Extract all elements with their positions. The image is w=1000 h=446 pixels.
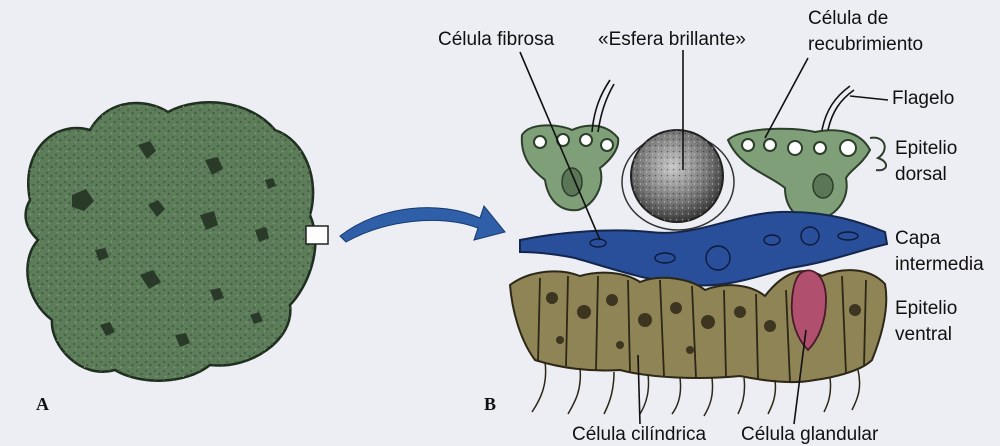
label-capa-intermedia-line1: Capa	[895, 228, 941, 249]
zoom-arrow	[340, 206, 505, 242]
dorsal-cell-nucleus	[813, 174, 833, 198]
label-epitelio-ventral-line1: Epitelio	[895, 298, 957, 319]
label-capa-intermedia-line2: intermedia	[895, 254, 984, 275]
leader-celula-recubrimiento	[765, 58, 808, 138]
section-marker	[306, 226, 328, 244]
shiny-sphere-texture	[631, 130, 723, 222]
label-flagelo: Flagelo	[892, 88, 954, 109]
label-celula-fibrosa: Célula fibrosa	[438, 29, 555, 50]
label-esfera-brillante: «Esfera brillante»	[598, 29, 746, 50]
label-celula-glandular: Célula glandular	[741, 424, 879, 445]
panel-label-a: A	[36, 394, 49, 414]
panel-label-b: B	[484, 394, 496, 414]
dorsal-edge-cell	[870, 138, 886, 171]
section-view	[510, 80, 887, 416]
leader-flagelo	[850, 96, 888, 100]
label-celula-recubrimiento-line1: Célula de	[808, 8, 888, 29]
organism-whole-view	[26, 102, 328, 380]
label-epitelio-dorsal-line2: dorsal	[895, 164, 947, 185]
flagellum-left-2	[598, 84, 614, 132]
organism-texture	[26, 102, 316, 380]
flagellum-left	[592, 80, 610, 132]
label-celula-cilindrica: Célula cilíndrica	[572, 424, 707, 445]
label-epitelio-ventral-line2: ventral	[895, 324, 952, 345]
label-epitelio-dorsal-line1: Epitelio	[895, 138, 957, 159]
label-celula-recubrimiento-line2: recubrimiento	[808, 34, 923, 55]
